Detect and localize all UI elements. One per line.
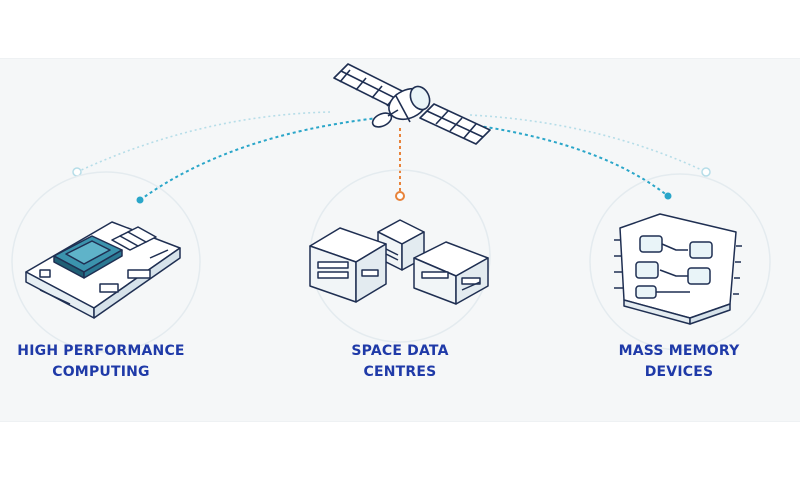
connector-left [139,117,379,201]
label-sdc-line-2: CENTRES [363,364,437,380]
label-sdc-line-1: SPACE DATA [351,343,449,359]
label-hpc-line-1: HIGH PERFORMANCE [17,343,185,359]
connector-left-end [136,196,144,204]
memory-chip-icon [614,213,742,325]
satellite-icon [333,63,491,145]
label-mmd-line-1: MASS MEMORY [618,343,740,359]
outer-arc [76,111,707,173]
label-mmd-line-2: DEVICES [644,364,714,380]
halo-mmd [589,173,771,351]
circuit-board-icon [25,221,181,319]
label-mass-memory-devices: MASS MEMORY DEVICES [564,341,794,383]
label-hpc-line-2: COMPUTING [52,364,150,380]
label-space-data-centres: SPACE DATA CENTRES [285,341,515,383]
connector-right-end [664,192,672,200]
server-modules-icon [309,219,489,305]
label-high-performance-computing: HIGH PERFORMANCE COMPUTING [0,341,216,383]
halo-hpc [11,171,201,353]
connector-center-end [395,191,405,201]
arc-node-right [701,167,711,177]
